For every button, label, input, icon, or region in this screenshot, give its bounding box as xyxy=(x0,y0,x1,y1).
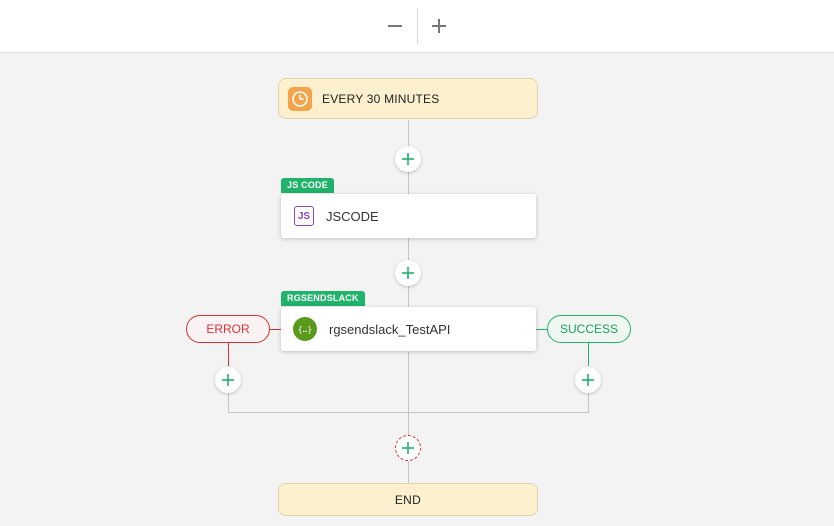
success-branch-line xyxy=(588,393,589,413)
plus-icon xyxy=(222,374,234,386)
clock-icon xyxy=(288,86,312,111)
success-connector xyxy=(536,329,547,330)
end-node[interactable]: END xyxy=(278,483,538,516)
step-tag-js-code: JS CODE xyxy=(281,178,334,193)
step-tag-rgsendslack: RGSENDSLACK xyxy=(281,291,365,306)
step-label: rgsendslack_TestAPI xyxy=(329,321,451,337)
success-branch-line xyxy=(588,343,589,366)
error-connector xyxy=(270,329,281,330)
zoom-toolbar xyxy=(0,0,834,53)
svg-text:{…}: {…} xyxy=(298,325,312,334)
add-merge-step-button[interactable] xyxy=(395,435,421,461)
zoom-out-button[interactable] xyxy=(380,10,410,42)
api-icon: {…} xyxy=(293,317,317,341)
plus-icon xyxy=(402,442,414,454)
step-node-jscode[interactable]: JS JSCODE xyxy=(281,194,536,238)
error-branch-line xyxy=(228,393,229,413)
plus-icon xyxy=(402,267,414,279)
step-label: JSCODE xyxy=(326,208,379,224)
add-step-button[interactable] xyxy=(395,146,421,172)
plus-icon xyxy=(432,19,446,33)
plus-icon xyxy=(582,374,594,386)
add-success-step-button[interactable] xyxy=(575,367,601,393)
add-step-button[interactable] xyxy=(395,260,421,286)
error-branch-pill[interactable]: ERROR xyxy=(186,315,270,343)
trigger-node[interactable]: EVERY 30 MINUTES xyxy=(278,78,538,119)
js-icon: JS xyxy=(294,206,314,226)
connector-line xyxy=(408,352,409,483)
error-branch-line xyxy=(228,343,229,366)
trigger-label: EVERY 30 MINUTES xyxy=(322,91,440,106)
toolbar-divider xyxy=(417,8,418,44)
plus-icon xyxy=(402,153,414,165)
zoom-in-button[interactable] xyxy=(424,10,454,42)
step-node-rgsendslack[interactable]: {…} rgsendslack_TestAPI xyxy=(281,307,536,351)
success-branch-pill[interactable]: SUCCESS xyxy=(547,315,631,343)
minus-icon xyxy=(388,25,402,27)
add-error-step-button[interactable] xyxy=(215,367,241,393)
merge-line xyxy=(228,412,589,413)
